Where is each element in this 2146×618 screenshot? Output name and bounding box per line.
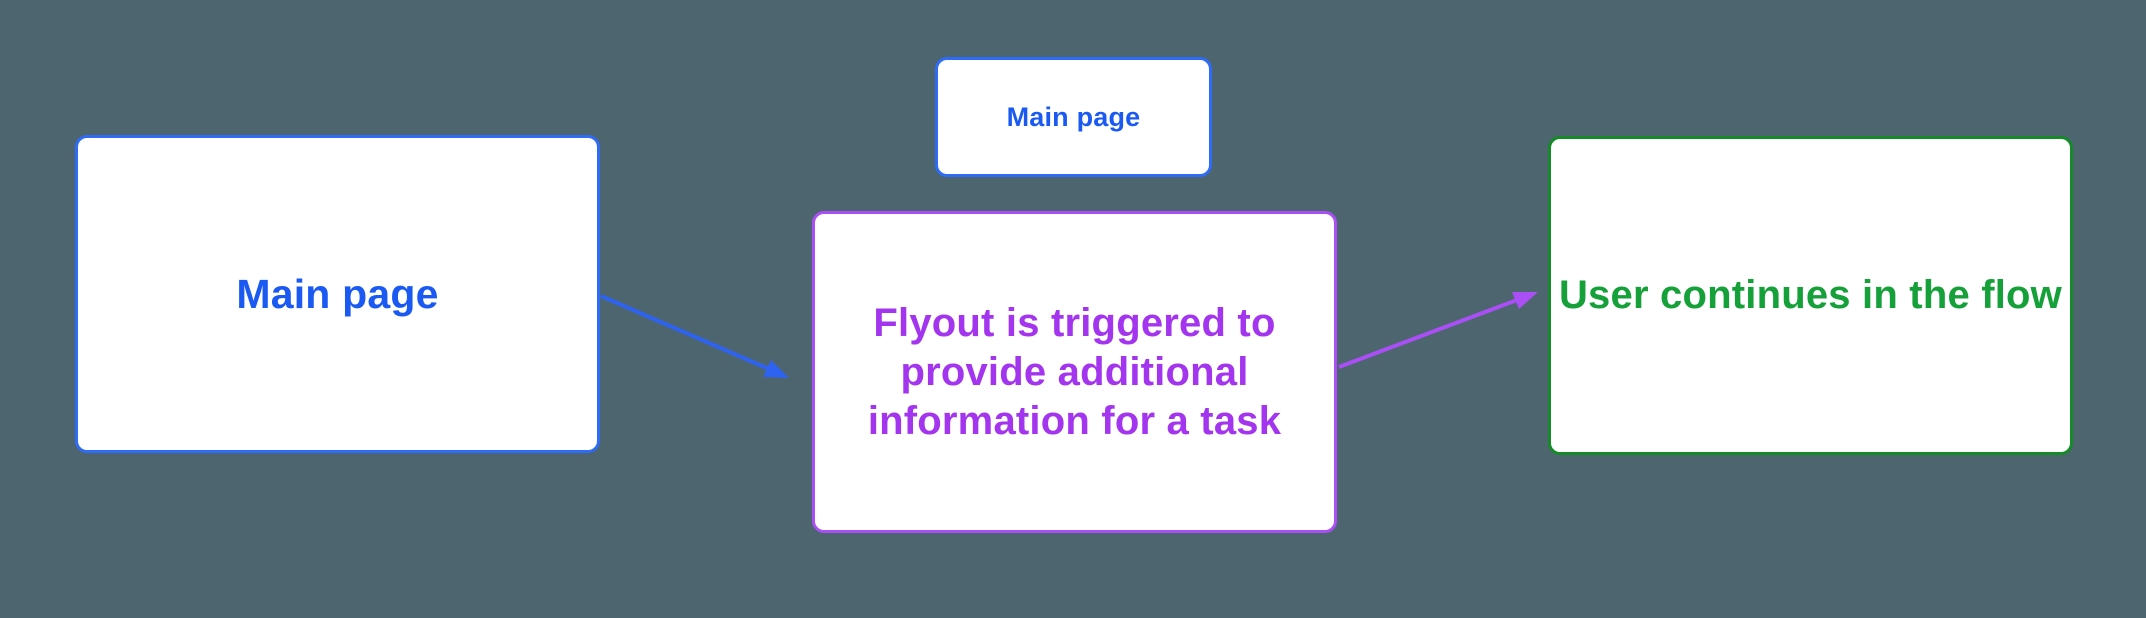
node-flyout: Flyout is triggered to provide additiona… — [812, 211, 1337, 533]
node-main-page-small-label: Main page — [1006, 101, 1141, 132]
arrow-main-page-to-flyout — [600, 294, 789, 378]
node-main-page-label: Main page — [236, 270, 439, 317]
node-main-page: Main page — [75, 135, 600, 453]
arrow-flyout-to-user-continues — [1338, 292, 1538, 369]
node-main-page-small: Main page — [935, 57, 1212, 177]
node-user-continues-label: User continues in the flow — [1558, 273, 2063, 317]
node-flyout-label: Flyout is triggered to provide additiona… — [867, 300, 1282, 443]
node-user-continues: User continues in the flow — [1548, 136, 2073, 455]
